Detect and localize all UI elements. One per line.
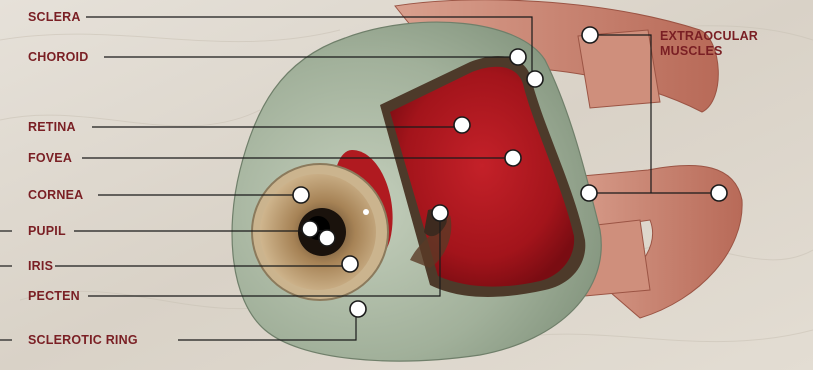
marker-retina [454,117,470,133]
label-pecten: PECTEN [28,289,80,303]
marker-extraocular-mid [581,185,597,201]
label-choroid: CHOROID [28,50,88,64]
marker-fovea [505,150,521,166]
eyeball-illustration [232,22,601,361]
label-extraocular-muscles-line2: MUSCLES [660,44,723,58]
marker-sclerotic-ring [350,301,366,317]
marker-pupil-a [302,221,318,237]
label-pupil: PUPIL [28,224,66,238]
marker-cornea [293,187,309,203]
label-extraocular-muscles-line1: EXTRAOCULAR [660,29,758,43]
retina-highlight-dot [363,209,369,215]
marker-choroid [510,49,526,65]
marker-extraocular-right [711,185,727,201]
label-sclerotic-ring: SCLEROTIC RING [28,333,138,347]
marker-extraocular-top [582,27,598,43]
label-iris: IRIS [28,259,53,273]
marker-pecten [432,205,448,221]
marker-sclera [527,71,543,87]
label-cornea: CORNEA [28,188,83,202]
marker-pupil-b [319,230,335,246]
label-sclera: SCLERA [28,10,81,24]
marker-iris [342,256,358,272]
label-fovea: FOVEA [28,151,72,165]
label-retina: RETINA [28,120,76,134]
